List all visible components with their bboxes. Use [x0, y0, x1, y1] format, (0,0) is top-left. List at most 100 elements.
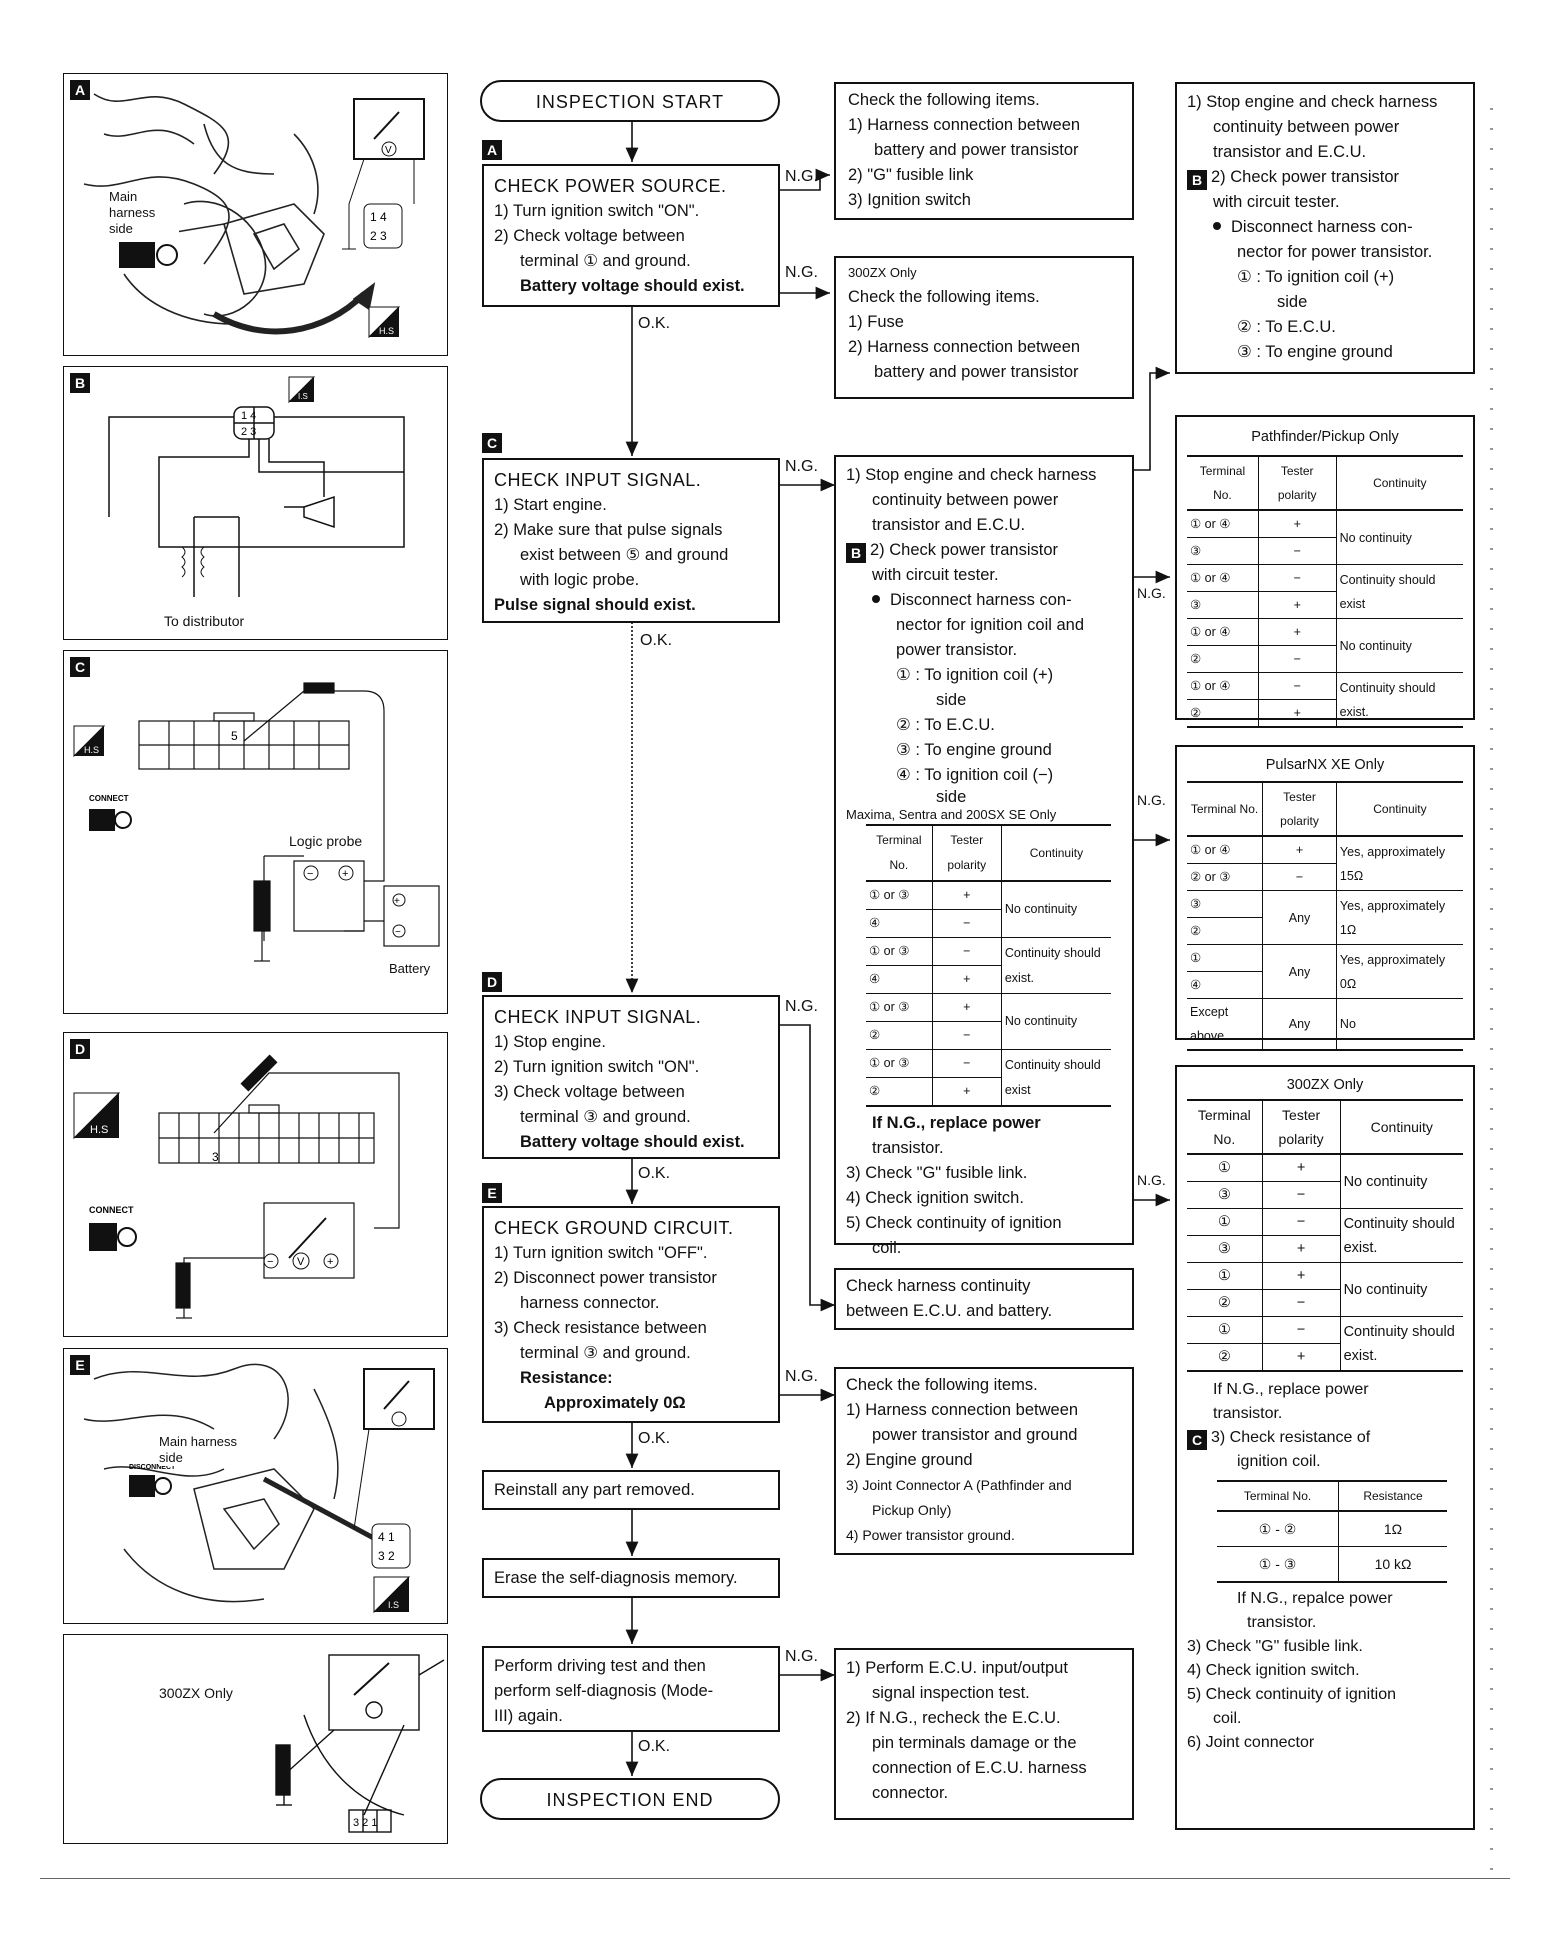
step-tag-d: D [482, 972, 502, 992]
inspection-end: INSPECTION END [480, 1778, 780, 1820]
step-line: 2) Check voltage between [494, 227, 685, 245]
table-header: Tester polarity [1257, 455, 1337, 511]
table-header: Tester polarity [1261, 1099, 1341, 1155]
step-line: Approximately 0Ω [544, 1394, 686, 1412]
table-cell: ② [1187, 1343, 1263, 1371]
svg-text:+: + [327, 1256, 333, 1268]
step-line: 5) Check continuity of ignition [846, 1214, 1062, 1232]
step-line: 2) Engine ground [846, 1451, 973, 1469]
connect-label: CONNECT [89, 1205, 134, 1215]
table-cell: ② [1187, 699, 1259, 727]
table-cell: ① or ③ [866, 993, 933, 1022]
table-cell: Yes, approximately 15Ω [1335, 835, 1463, 891]
step-line: connection of E.C.U. harness [872, 1759, 1087, 1777]
step-line: 5) Check continuity of ignition [1187, 1686, 1396, 1703]
svg-text:V: V [297, 1256, 305, 1268]
table-cell: Yes, approximately 1Ω [1335, 890, 1463, 945]
step-line: 2) Harness connection between [848, 338, 1081, 356]
step-line: transistor. [1213, 1405, 1283, 1422]
table-cell: Continuity should exist. [1335, 672, 1463, 727]
table-cell: Any [1262, 998, 1337, 1050]
step-line: 3) Check resistance between [494, 1319, 707, 1337]
table-cell: + [931, 880, 1002, 910]
step-line: 3) Check voltage between [494, 1083, 685, 1101]
table-cell: ① - ③ [1217, 1546, 1339, 1582]
table-header: Continuity [1000, 824, 1111, 882]
table-cell: ② [1187, 645, 1259, 673]
figure-ref-tag: B [846, 543, 866, 563]
mode-label: I.S [298, 392, 308, 401]
table-cell: − [1257, 537, 1337, 565]
table-cell: Any [1262, 890, 1337, 945]
step-line: 2) "G" fusible link [848, 166, 974, 184]
table-cell: ② [866, 1077, 933, 1106]
table-cell: + [1261, 1235, 1341, 1263]
table-cell: ① or ④ [1187, 618, 1259, 646]
step-line: 3) Check "G" fusible link. [846, 1164, 1028, 1182]
table-cell: No continuity [1339, 1153, 1463, 1209]
step-line: 300ZX Only [848, 265, 917, 280]
table-cell: − [1261, 1316, 1341, 1344]
table-cell: ① or ④ [1187, 672, 1259, 700]
ng-label: N.G. [785, 1648, 818, 1665]
table-header: Tester polarity [931, 824, 1002, 882]
table-cell: + [1262, 835, 1337, 864]
figure-d: D − V + 3 H.S [63, 1032, 448, 1337]
table-cell: − [931, 937, 1002, 966]
mode-label: H.S [84, 745, 99, 755]
mode-label: H.S [90, 1124, 108, 1136]
step-line: 1) Harness connection between [848, 116, 1081, 134]
step-line: 1) Stop engine and check harness [846, 466, 1097, 484]
bullet-icon [1213, 222, 1221, 230]
table-title: PulsarNX XE Only [1265, 757, 1385, 773]
pin-line: side [936, 691, 967, 709]
ng-label: N.G. [785, 264, 818, 281]
table-cell: ② [1187, 1289, 1263, 1317]
table-cell: + [931, 965, 1002, 994]
step-line: terminal ③ and ground. [520, 1108, 691, 1126]
check-items-box-300zx: 300ZX Only Check the following items. 1)… [834, 256, 1134, 399]
pin-line: ① : To ignition coil (+) [896, 666, 1054, 684]
check-input-signal-box-d: CHECK INPUT SIGNAL. 1) Stop engine. 2) T… [482, 995, 780, 1159]
table-cell: ① or ④ [1187, 835, 1263, 864]
battery-label: Battery [389, 961, 431, 976]
step-line: pin terminals damage or the [872, 1734, 1077, 1752]
ok-label: O.K. [638, 315, 671, 332]
power-transistor-check-box: 1) Stop engine and check harness continu… [1175, 82, 1475, 374]
driving-test-box: Perform driving test and then perform se… [482, 1646, 780, 1732]
table-cell: + [1257, 591, 1337, 619]
figure-ref-tag: B [1187, 170, 1207, 190]
ok-label: O.K. [640, 632, 673, 649]
step-line: with logic probe. [520, 571, 640, 589]
pin-line: ④ : To ignition coil (−) [896, 766, 1054, 784]
step-line: transistor and E.C.U. [872, 516, 1026, 534]
table-cell: − [1257, 672, 1337, 700]
figure-tag: B [70, 373, 90, 393]
table-cell: No continuity [1335, 509, 1463, 565]
svg-text:−: − [395, 927, 401, 938]
step-line: 6) Joint connector [1187, 1734, 1315, 1751]
connector-logic-probe-illustration: − + + − 5 H.S CONNECT [73, 682, 440, 962]
step-line: 2) Disconnect power transistor [494, 1269, 717, 1287]
table-cell: No continuity [1335, 618, 1463, 673]
step-line: transistor. [1247, 1614, 1317, 1631]
table-header: Continuity [1339, 1099, 1463, 1155]
table-cell: ① or ③ [866, 937, 933, 966]
table-header: Terminal No. [866, 824, 933, 882]
table-cell: − [931, 1021, 1002, 1050]
pin-line: ① : To ignition coil (+) [1237, 268, 1395, 286]
table-header: Terminal No. [1217, 1480, 1339, 1512]
table-cell: ① [1187, 944, 1263, 972]
mode-label: H.S [379, 326, 394, 336]
table-cell: + [1257, 618, 1337, 646]
ok-label: O.K. [638, 1430, 671, 1447]
step-line: perform self-diagnosis (Mode- [494, 1682, 714, 1700]
ecu-signal-inspection-box: 1) Perform E.C.U. input/output signal in… [834, 1648, 1134, 1820]
table-cell: ① [1187, 1208, 1263, 1236]
step-tag-a: A [482, 140, 502, 160]
table-cell: No continuity [1000, 880, 1111, 938]
reinstall-box: Reinstall any part removed. [482, 1470, 780, 1510]
figure-tag: D [70, 1039, 90, 1059]
